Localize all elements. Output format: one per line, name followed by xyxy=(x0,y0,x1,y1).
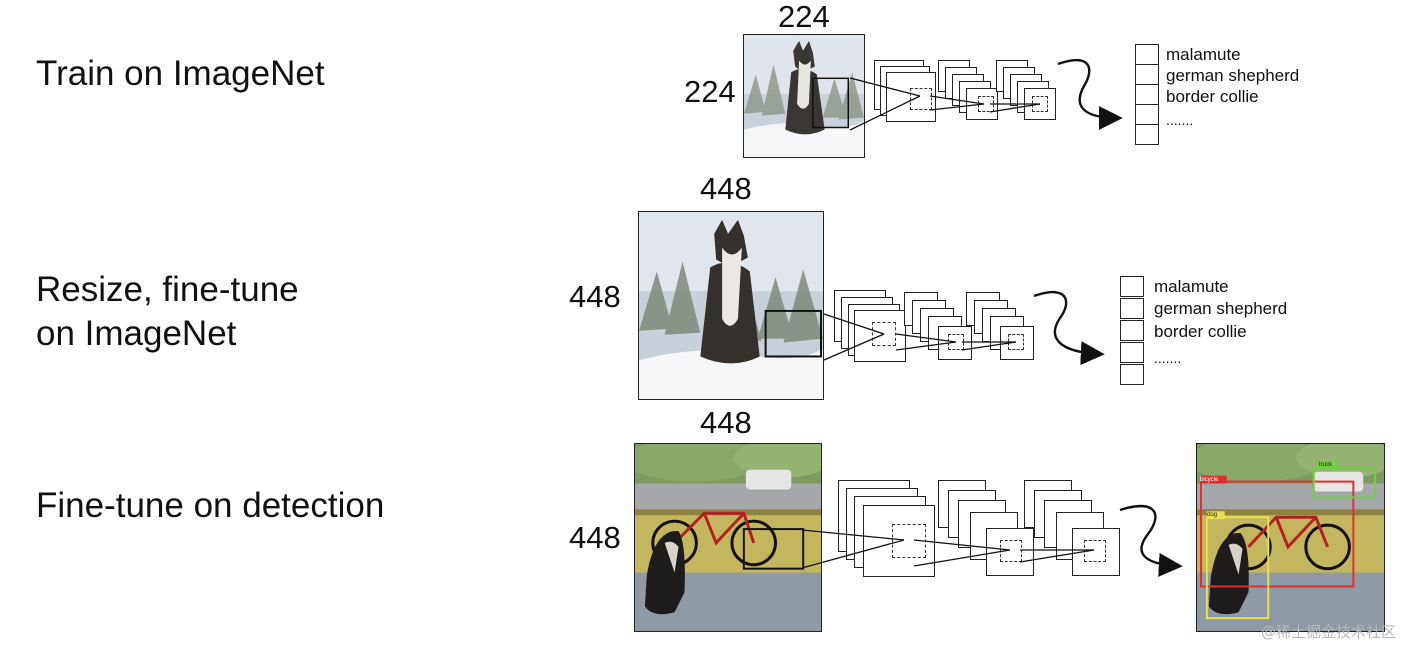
stage2-input-height: 448 xyxy=(569,279,621,314)
detection-tag-truck: truck xyxy=(1319,462,1333,468)
stage2-input-width: 448 xyxy=(700,171,752,206)
stage1-input-width: 224 xyxy=(778,0,830,34)
detection-output-photo xyxy=(1196,443,1385,632)
stage1-curly-arrow xyxy=(1057,58,1123,130)
stage1-input-height: 224 xyxy=(684,74,736,109)
watermark: @稀土掘金技术社区 xyxy=(1260,623,1396,641)
stage3-input-width: 448 xyxy=(700,405,752,440)
class-label: german shepherd xyxy=(1166,66,1300,85)
class-ellipsis: ....... xyxy=(1154,350,1182,366)
class-label: german shepherd xyxy=(1154,299,1288,318)
detection-tag-bicycle: bicycle xyxy=(1200,477,1219,483)
class-label: malamute xyxy=(1154,277,1229,296)
stage1-dog-photo xyxy=(743,34,865,158)
class-label: malamute xyxy=(1166,45,1241,64)
detection-tag-dog: dog xyxy=(1207,512,1218,518)
stage-label-finetune-detection: Fine-tune on detection xyxy=(36,486,385,525)
stage-label-train: Train on ImageNet xyxy=(36,54,325,93)
stage3-input-height: 448 xyxy=(569,520,621,555)
class-label: border collie xyxy=(1166,87,1259,106)
stage-label-resize-finetune: Resize, fine-tune on ImageNet xyxy=(36,270,299,353)
stage2-dog-photo xyxy=(638,211,824,400)
stage3-street-photo xyxy=(634,443,822,632)
stage2-curly-arrow xyxy=(1033,290,1105,366)
stage3-curly-arrow xyxy=(1119,504,1183,577)
class-label: border collie xyxy=(1154,322,1247,341)
class-ellipsis: ....... xyxy=(1166,112,1194,128)
